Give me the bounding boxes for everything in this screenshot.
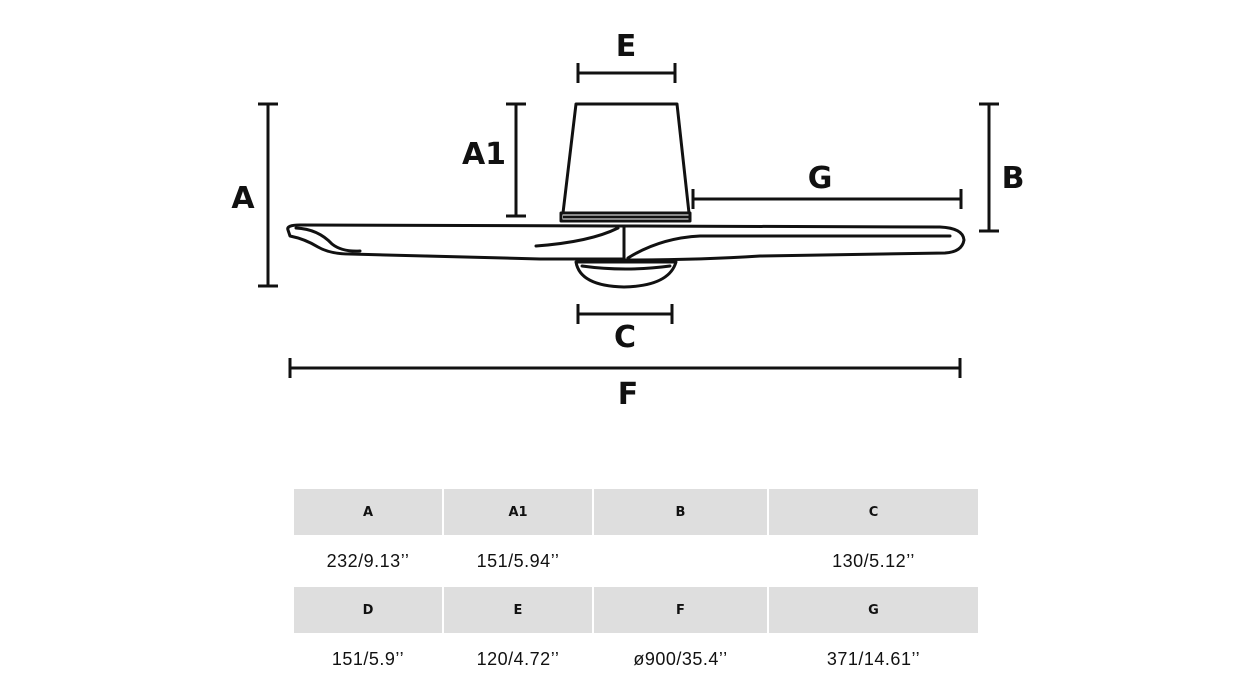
dimension-g-label: G [808, 161, 833, 196]
dimension-a1-label: A1 [462, 137, 506, 172]
table-header-row: D E F G [294, 587, 978, 633]
dimensions-table: A A1 B C 232/9.13’’ 151/5.94’’ 130/5.12’… [292, 489, 980, 685]
table-value-row: 151/5.9’’ 120/4.72’’ ø900/35.4’’ 371/14.… [294, 633, 978, 685]
dimension-a-label: A [231, 181, 255, 216]
fan-dimension-diagram: A A1 E G B C F [231, 29, 1025, 412]
table-value-cell: 371/14.61’’ [826, 648, 921, 669]
table-value-cell: ø900/35.4’’ [633, 648, 728, 669]
dimension-f-label: F [618, 377, 639, 412]
table-value-cell: 130/5.12’’ [832, 550, 915, 571]
dimension-c-label: C [614, 320, 636, 355]
dimension-c: C [576, 304, 674, 355]
dimension-f: F [288, 358, 962, 412]
dimension-e-label: E [616, 29, 637, 64]
dimension-b: B [979, 102, 1025, 233]
table-header-cell: A [294, 489, 442, 535]
fan-motor-housing [559, 102, 692, 223]
table-header-cell: C [769, 489, 978, 535]
table-header-cell: D [294, 587, 442, 633]
table-header-cell: A1 [444, 489, 592, 535]
table-value-row: 232/9.13’’ 151/5.94’’ 130/5.12’’ [294, 535, 978, 587]
table-value-cell: 232/9.13’’ [326, 550, 410, 571]
dimension-b-label: B [1002, 161, 1025, 196]
fan-blades [286, 223, 966, 262]
table-header-cell: E [444, 587, 592, 633]
table-value-cell [594, 535, 767, 587]
table-value-cell: 120/4.72’’ [476, 648, 560, 669]
table-header-cell: B [594, 489, 767, 535]
table-value-cell: 151/5.94’’ [476, 550, 560, 571]
table-header-cell: G [769, 587, 978, 633]
dimension-e: E [576, 29, 677, 83]
dimension-a: A [231, 102, 278, 288]
table-header-cell: F [594, 587, 767, 633]
table-value-cell: 151/5.9’’ [331, 648, 405, 669]
table-header-row: A A1 B C [294, 489, 978, 535]
dimension-a1: A1 [462, 102, 526, 218]
dimension-g: G [691, 161, 963, 209]
